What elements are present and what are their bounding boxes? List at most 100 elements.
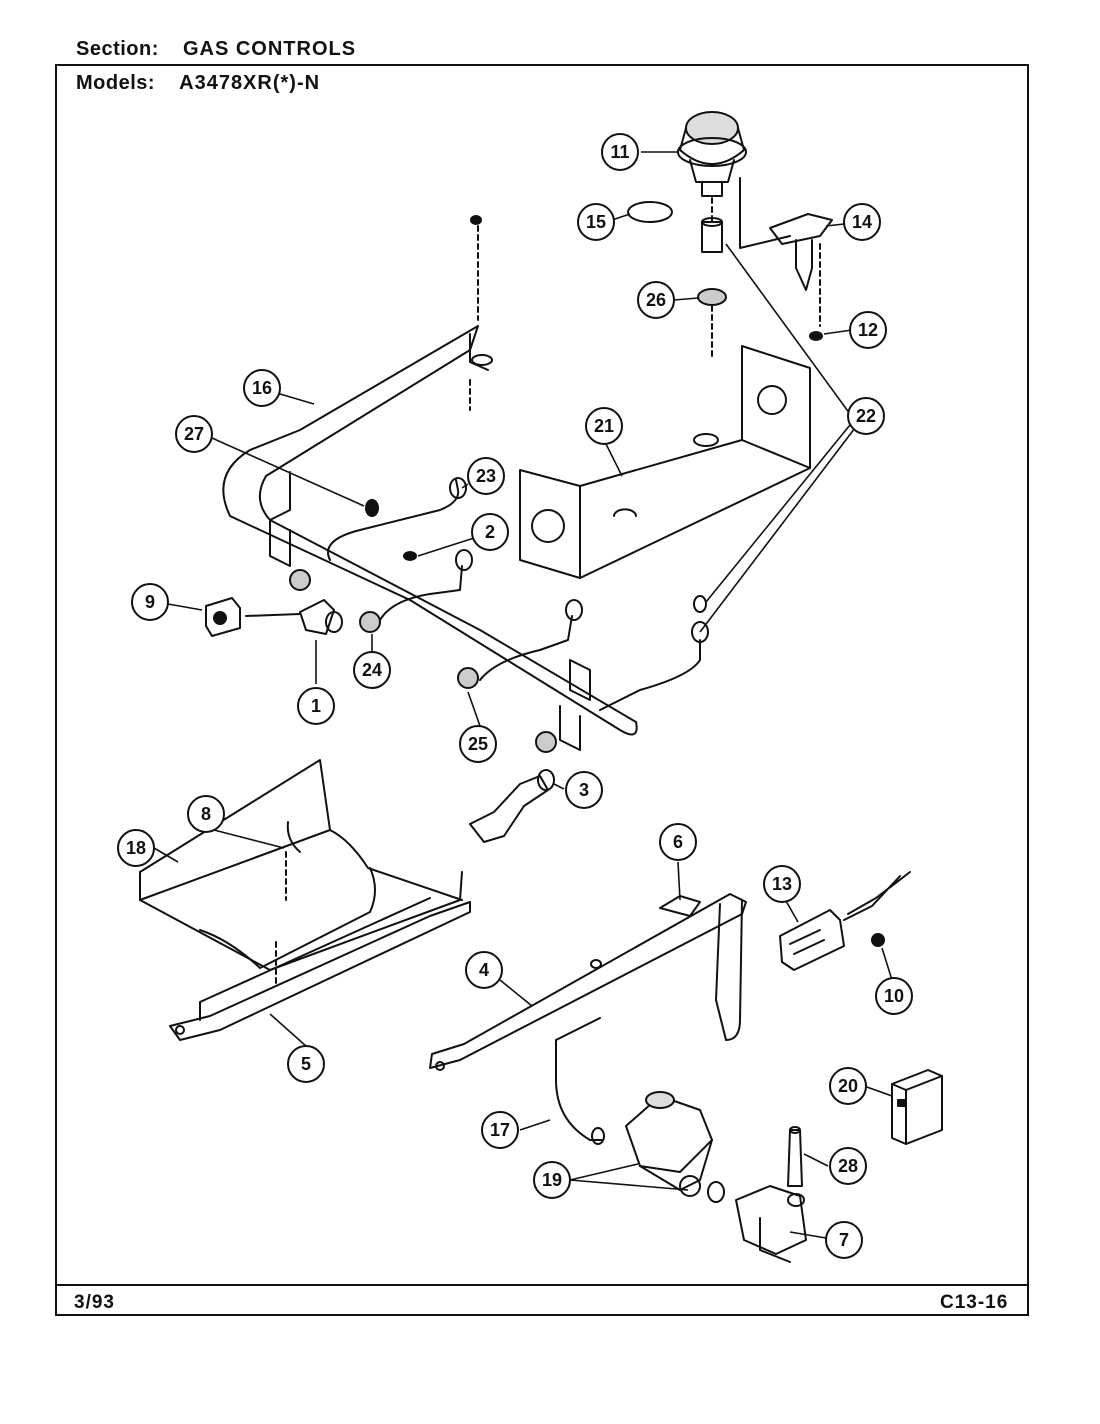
leader-25 — [467, 691, 481, 727]
callout-28: 28 — [829, 1147, 867, 1185]
leader-14 — [825, 223, 845, 227]
callout-26: 26 — [637, 281, 675, 319]
leader-9 — [167, 603, 203, 611]
callout-number: 3 — [579, 780, 589, 800]
leader-4 — [499, 979, 533, 1007]
callout-number: 24 — [362, 660, 382, 680]
leader-22b — [705, 419, 855, 603]
callout-circle — [459, 725, 497, 763]
part-18-heat-shield — [139, 759, 463, 971]
part-13-spark-module — [779, 871, 911, 971]
callout-circle — [585, 407, 623, 445]
callout-circle — [659, 823, 697, 861]
section-value: GAS CONTROLS — [182, 38, 357, 60]
callout-21: 21 — [585, 407, 623, 445]
callout-number: 19 — [542, 1170, 562, 1190]
part-19-pressure-regulator — [625, 1091, 725, 1203]
callout-number: 12 — [858, 320, 878, 340]
callout-circle — [243, 369, 281, 407]
part-20-box — [891, 1069, 943, 1145]
leader-20 — [863, 1085, 893, 1097]
callout-circle — [533, 1161, 571, 1199]
callout-19: 19 — [533, 1161, 571, 1199]
callout-circle — [481, 1111, 519, 1149]
callout-number: 4 — [479, 960, 489, 980]
leader-21 — [605, 443, 623, 477]
callout-number: 16 — [252, 378, 272, 398]
part-17-gas-line — [555, 1017, 605, 1145]
callout-number: 21 — [594, 416, 614, 436]
callout-20: 20 — [829, 1067, 867, 1105]
callout-circle — [825, 1221, 863, 1259]
callout-number: 10 — [884, 986, 904, 1006]
section-heading: Section: GAS CONTROLS — [76, 38, 356, 61]
leader-22c — [699, 423, 859, 633]
leader-22a — [725, 243, 851, 415]
callout-circle — [297, 687, 335, 725]
footer-code: C13-16 — [940, 1292, 1009, 1313]
leader-13 — [785, 900, 799, 923]
callout-circle — [637, 281, 675, 319]
callout-number: 6 — [673, 832, 683, 852]
callout-25: 25 — [459, 725, 497, 763]
models-label: Models: — [76, 72, 156, 94]
callout-number: 22 — [856, 406, 876, 426]
part-21-manifold-bracket — [519, 345, 811, 579]
callout-number: 8 — [201, 804, 211, 824]
callout-12: 12 — [849, 311, 887, 349]
callout-11: 11 — [601, 133, 639, 171]
callout-13: 13 — [763, 865, 801, 903]
leader-7 — [789, 1231, 827, 1239]
part-3-elbow — [469, 769, 555, 843]
callout-16: 16 — [243, 369, 281, 407]
top-screw — [470, 215, 482, 225]
callout-number: 2 — [485, 522, 495, 542]
callout-10: 10 — [875, 977, 913, 1015]
callout-circle — [467, 457, 505, 495]
part-4-manifold-pipe — [429, 893, 747, 1071]
callout-27: 27 — [175, 415, 213, 453]
leader-16 — [279, 393, 315, 405]
models-heading: Models: A3478XR(*)-N — [76, 72, 320, 95]
leader-18 — [153, 847, 179, 863]
callout-number: 20 — [838, 1076, 858, 1096]
part-9-valve-body — [205, 597, 241, 637]
section-label: Section: — [76, 38, 159, 60]
callout-circle — [829, 1067, 867, 1105]
part-14-bracket — [739, 177, 833, 341]
part-1-orifice-spud — [245, 599, 343, 635]
callout-circle — [117, 829, 155, 867]
leader-19a — [569, 1163, 639, 1181]
callout-22: 22 — [847, 397, 885, 435]
callout-6: 6 — [659, 823, 697, 861]
callout-1: 1 — [297, 687, 335, 725]
part-25-gas-tube — [535, 595, 709, 753]
callout-7: 7 — [825, 1221, 863, 1259]
callout-3: 3 — [565, 771, 603, 809]
leader-2 — [417, 537, 475, 557]
callout-circle — [843, 203, 881, 241]
callout-number: 5 — [301, 1054, 311, 1074]
callout-circle — [131, 583, 169, 621]
callout-number: 9 — [145, 592, 155, 612]
leader-15 — [611, 213, 631, 221]
leader-26 — [673, 297, 699, 301]
callout-circle — [471, 513, 509, 551]
callout-circle — [847, 397, 885, 435]
callout-circle — [601, 133, 639, 171]
callout-circle — [763, 865, 801, 903]
callout-15: 15 — [577, 203, 615, 241]
callout-number: 11 — [610, 142, 629, 162]
callout-circle — [875, 977, 913, 1015]
part-15-o-ring — [627, 201, 673, 223]
callout-circle — [577, 203, 615, 241]
leader-19b — [569, 1179, 689, 1191]
leader-17 — [519, 1119, 551, 1131]
callout-circle — [849, 311, 887, 349]
leader-5 — [269, 1013, 307, 1047]
models-value: A3478XR(*)-N — [179, 72, 321, 94]
callout-number: 26 — [646, 290, 666, 310]
callout-circle — [565, 771, 603, 809]
callout-2: 2 — [471, 513, 509, 551]
callout-9: 9 — [131, 583, 169, 621]
